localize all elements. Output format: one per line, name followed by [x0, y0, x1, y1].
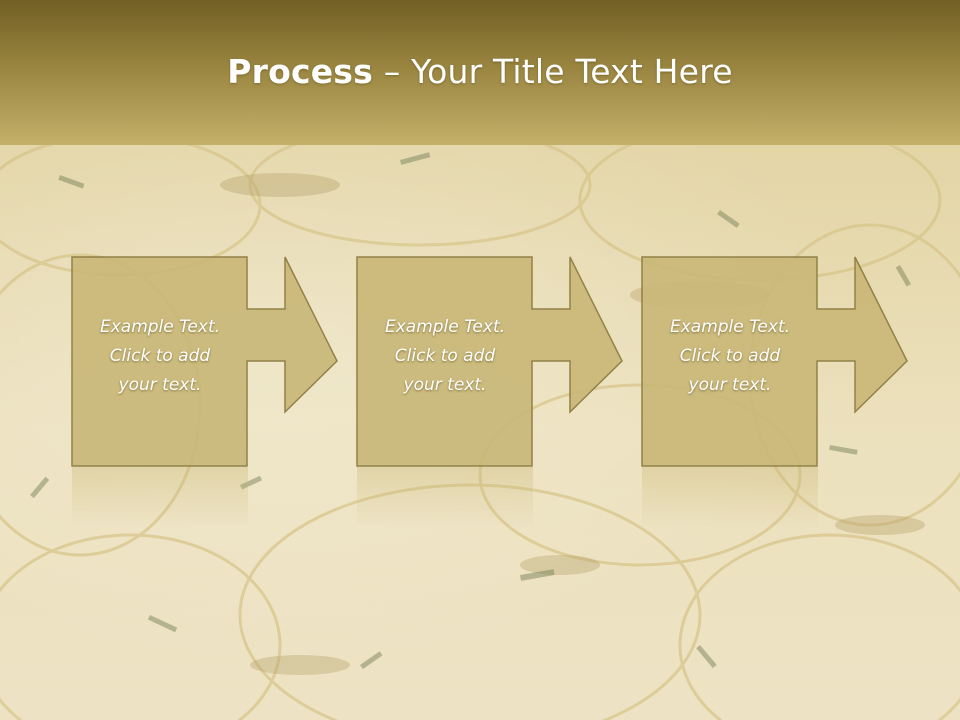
arrow-box-shape: [71, 256, 338, 467]
process-step-3[interactable]: Example Text. Click to add your text.: [641, 256, 912, 527]
title-rest-part: Your Title Text Here: [411, 52, 733, 91]
title-dash: –: [373, 52, 412, 91]
slide-title[interactable]: Process – Your Title Text Here: [0, 52, 960, 91]
process-step-1[interactable]: Example Text. Click to add your text.: [71, 256, 342, 527]
step-3-line-2: Click to add: [679, 346, 781, 366]
arrow-box-shape: [356, 256, 623, 467]
step-3-line-3: your text.: [688, 375, 772, 395]
title-band: Process – Your Title Text Here: [0, 0, 960, 145]
step-2-text[interactable]: Example Text. Click to add your text.: [357, 313, 533, 400]
step-2-line-1: Example Text.: [384, 317, 506, 337]
title-bold-part: Process: [227, 52, 373, 91]
step-1-line-2: Click to add: [109, 346, 211, 366]
step-3-line-1: Example Text.: [669, 317, 791, 337]
process-step-2[interactable]: Example Text. Click to add your text.: [356, 256, 627, 527]
step-3-reflection: [642, 467, 818, 527]
step-2-line-2: Click to add: [394, 346, 496, 366]
step-1-line-1: Example Text.: [99, 317, 221, 337]
step-1-line-3: your text.: [118, 375, 202, 395]
step-2-line-3: your text.: [403, 375, 487, 395]
step-1-text[interactable]: Example Text. Click to add your text.: [72, 313, 248, 400]
step-1-reflection: [72, 467, 248, 527]
step-2-reflection: [357, 467, 533, 527]
step-3-text[interactable]: Example Text. Click to add your text.: [642, 313, 818, 400]
arrow-box-shape: [641, 256, 908, 467]
